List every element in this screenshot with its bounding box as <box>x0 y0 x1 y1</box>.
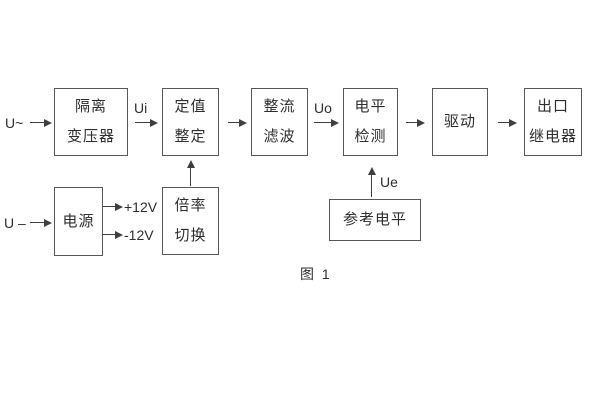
figure-caption: 图 1 <box>300 266 332 282</box>
block-label: 切换 <box>174 227 207 244</box>
arrow-power-minus-12v <box>103 229 123 240</box>
block-level-detector: 电平 检测 <box>343 88 398 156</box>
label-ac-input: U~ <box>5 115 24 131</box>
arrow-dc-input-to-power <box>30 217 52 228</box>
block-label: 出口 <box>536 98 569 115</box>
block-driver: 驱动 <box>432 88 488 156</box>
arrow-rectifier-to-detector <box>314 117 339 128</box>
label-plus-12v: +12V <box>124 199 158 215</box>
block-power-supply: 电源 <box>54 187 103 256</box>
arrow-setpoint-to-rectifier <box>228 117 247 128</box>
block-setpoint-adjustment: 定值 整定 <box>162 88 219 156</box>
block-label: 倍率 <box>174 197 207 214</box>
arrow-ac-input-to-transformer <box>30 117 52 128</box>
block-label: 驱动 <box>443 113 476 130</box>
block-label: 电平 <box>354 98 387 115</box>
block-label: 继电器 <box>528 128 577 145</box>
block-isolation-transformer: 隔离 变压器 <box>54 88 128 156</box>
block-label: 电源 <box>62 212 95 230</box>
block-label: 滤波 <box>263 128 296 145</box>
block-ratio-switch: 倍率 切换 <box>162 187 219 255</box>
block-output-relay: 出口 继电器 <box>524 88 582 156</box>
label-minus-12v: -12V <box>124 227 154 243</box>
block-label: 变压器 <box>66 128 115 145</box>
arrow-detector-to-driver <box>406 117 425 128</box>
block-reference-level: 参考电平 <box>329 199 421 241</box>
arrow-driver-to-relay <box>498 117 517 128</box>
block-label: 整流 <box>263 98 296 115</box>
block-rectifier-filter: 整流 滤波 <box>251 88 308 156</box>
block-label: 隔离 <box>74 98 107 115</box>
block-label: 参考电平 <box>342 211 407 228</box>
label-uo-signal: Uo <box>314 100 332 116</box>
block-label: 整定 <box>174 128 207 145</box>
arrow-reference-to-detector <box>366 167 377 197</box>
label-ue-signal: Ue <box>380 174 398 190</box>
arrow-ratio-to-setpoint <box>185 160 196 186</box>
arrow-power-plus-12v <box>103 201 123 212</box>
label-ui-signal: Ui <box>134 100 148 116</box>
arrow-transformer-to-setpoint <box>135 117 158 128</box>
block-label: 检测 <box>354 128 387 145</box>
block-label: 定值 <box>174 98 207 115</box>
label-dc-input: U – <box>4 215 26 231</box>
